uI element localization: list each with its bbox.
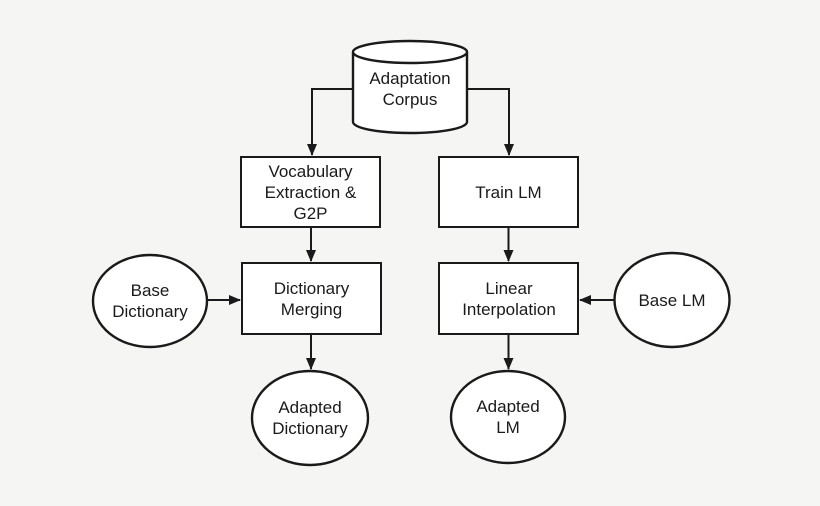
train-lm-box [438, 156, 579, 228]
vocabulary-extraction-box [240, 156, 381, 228]
adaptation-corpus-cylinder-top [351, 39, 469, 65]
adapted-dictionary-ellipse [250, 369, 370, 467]
edge-corpus-to-trainlm-arrow [467, 88, 514, 156]
adapted-lm-ellipse [449, 369, 567, 465]
base-dictionary-ellipse [91, 253, 209, 349]
edge-corpus-to-vocabulary-arrow [307, 88, 353, 156]
linear-interpolation-box [438, 262, 579, 335]
dictionary-merging-box [241, 262, 382, 335]
base-lm-ellipse [613, 251, 731, 349]
adaptation-corpus-cylinder [351, 52, 469, 135]
